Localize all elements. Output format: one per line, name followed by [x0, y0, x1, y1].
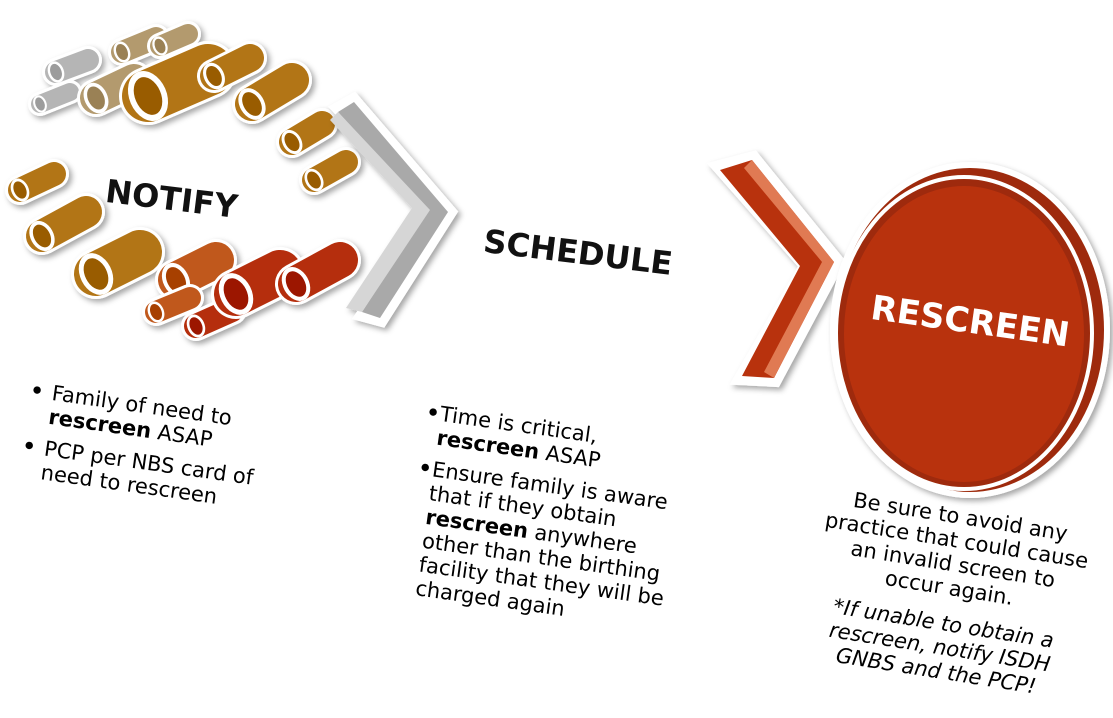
- pipe-segment: [276, 108, 338, 158]
- schedule-bullet-2: Ensure family is aware that if they obta…: [400, 455, 687, 635]
- red-chevron-arrow: [706, 150, 846, 388]
- pipe-segment: [147, 21, 201, 59]
- pipe-segment: [275, 239, 361, 305]
- pipe-segment: [232, 60, 312, 124]
- pipe-segment: [42, 46, 102, 86]
- rescreen-disc-face: [844, 186, 1084, 482]
- pipe-segment: [23, 193, 105, 255]
- pipe-segment: [299, 147, 361, 195]
- pipe-segment: [155, 239, 237, 301]
- rescreen-disc-ring: [834, 175, 1094, 491]
- pipe-cluster-graphic: [5, 21, 361, 341]
- pipe-segment: [28, 80, 82, 116]
- gray-chevron-face: [338, 102, 448, 318]
- pipe-segment: [211, 247, 305, 319]
- pipe-segment: [197, 41, 267, 93]
- rescreen-disc: [830, 162, 1110, 498]
- red-chevron-edge: [744, 160, 834, 378]
- gray-chevron-side: [330, 112, 430, 312]
- schedule-bullet-list: Time is critical, rescreen ASAP Ensure f…: [399, 400, 695, 644]
- pipe-segment: [71, 227, 165, 299]
- gray-chevron-arrow: [327, 91, 459, 328]
- pipe-segment: [142, 284, 204, 326]
- pipe-segment: [5, 159, 69, 205]
- pipe-segment: [119, 41, 237, 125]
